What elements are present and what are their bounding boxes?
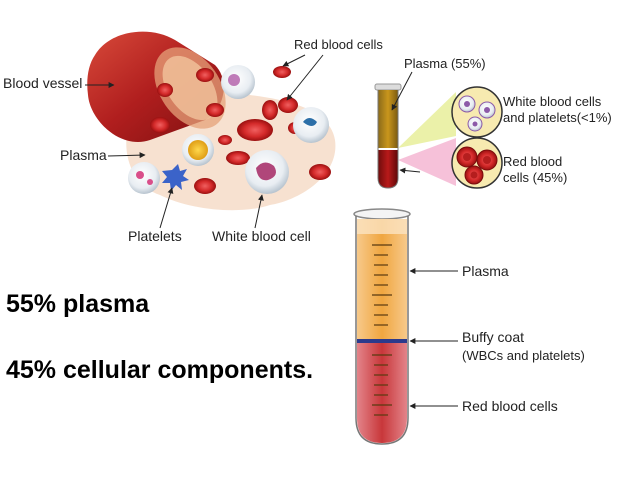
label-plasma-55: Plasma (55%) bbox=[404, 56, 486, 71]
rbc-magnify-cone bbox=[398, 138, 456, 186]
platelet bbox=[162, 164, 189, 191]
wbc-platelets-magnified bbox=[451, 86, 503, 138]
label-tube-plasma: Plasma bbox=[462, 263, 509, 279]
label-rbc-45-1: Red blood bbox=[503, 154, 563, 169]
buffy-coat-layer bbox=[357, 339, 407, 343]
label-white-blood-cell: White blood cell bbox=[212, 228, 311, 244]
cellular-percentage-text: 45% cellular components. bbox=[6, 356, 314, 384]
label-tube-red-blood-cells: Red blood cells bbox=[462, 398, 558, 414]
white-blood-cells bbox=[128, 65, 329, 194]
label-wbc-platelets-1: White blood cells bbox=[503, 94, 602, 109]
label-rbc-45-2: cells (45%) bbox=[503, 170, 568, 185]
wbc-magnify-cone bbox=[398, 92, 456, 148]
plasma-percentage-text: 55% plasma bbox=[6, 290, 150, 318]
small-tube-label-arrows bbox=[391, 71, 421, 174]
label-blood-vessel: Blood vessel bbox=[3, 75, 83, 91]
label-wbc-platelets-2: and platelets(<1%) bbox=[503, 110, 612, 125]
label-plasma-left: Plasma bbox=[60, 147, 107, 163]
red-blood-cells bbox=[150, 66, 331, 194]
blood-vessel-illustration bbox=[87, 31, 336, 211]
label-buffy-coat: Buffy coat bbox=[462, 329, 525, 345]
large-tube-label-arrows bbox=[409, 268, 458, 409]
label-buffy-coat-sub: (WBCs and platelets) bbox=[462, 348, 585, 363]
label-platelets: Platelets bbox=[128, 228, 182, 244]
tube-graduations bbox=[372, 244, 392, 416]
label-red-blood-cells-top: Red blood cells bbox=[294, 37, 383, 52]
vessel-label-arrows bbox=[85, 54, 324, 229]
rbc-magnified bbox=[451, 137, 503, 189]
large-test-tube bbox=[353, 208, 411, 445]
